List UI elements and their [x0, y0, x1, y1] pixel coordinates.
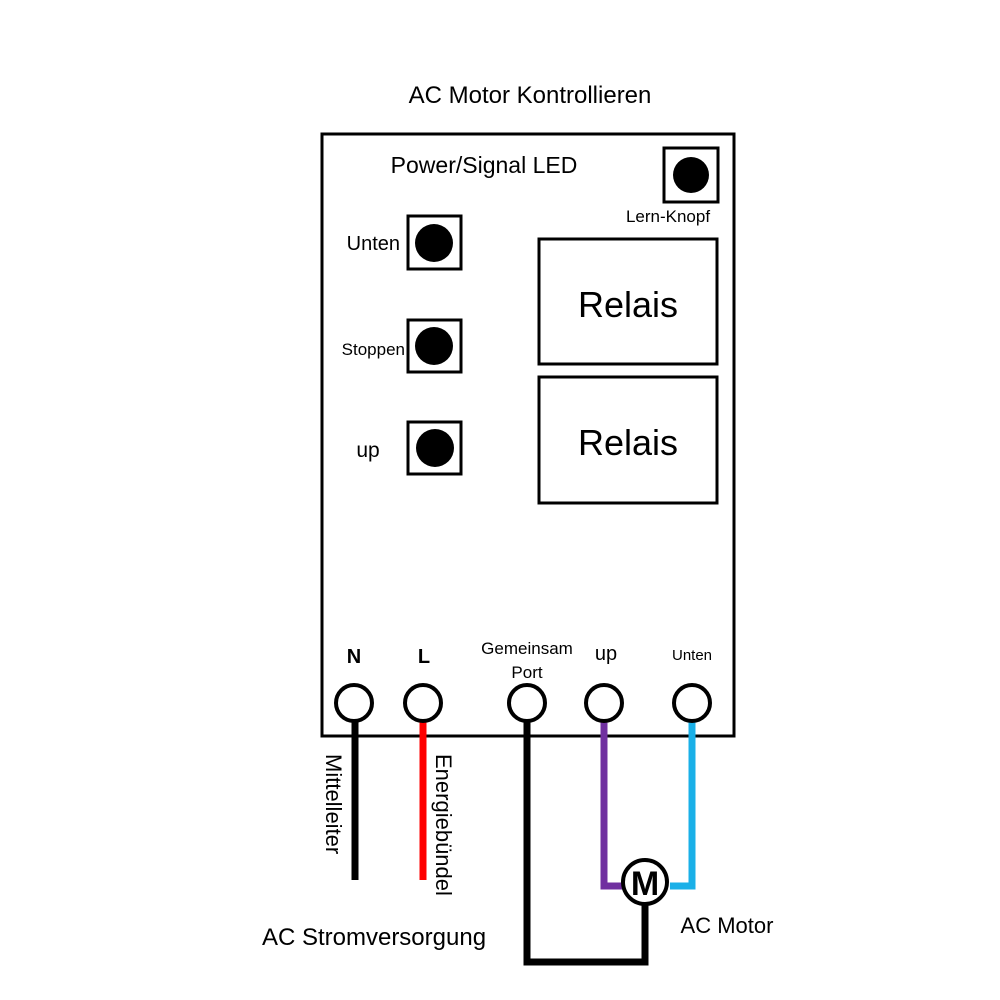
learn-button-label: Lern-Knopf	[626, 207, 710, 226]
button-up-knob	[416, 429, 454, 467]
button-stoppen-knob	[415, 327, 453, 365]
terminal-l[interactable]	[403, 683, 443, 723]
button-unten-knob	[415, 224, 453, 262]
motor-symbol: M	[631, 865, 659, 903]
common-wire	[523, 718, 649, 966]
button-stoppen[interactable]	[406, 318, 463, 374]
relay-1-label: Relais	[578, 284, 678, 325]
button-stoppen-label: Stoppen	[342, 340, 405, 359]
terminal-unten[interactable]	[672, 683, 712, 723]
live-wire-label: Energiebündel	[431, 754, 456, 896]
button-up-label: up	[356, 439, 379, 462]
learn-button-knob	[673, 157, 709, 193]
motor-label: AC Motor	[681, 913, 774, 938]
terminal-l-label: L	[418, 646, 430, 668]
learn-button[interactable]	[662, 146, 720, 204]
terminal-up[interactable]	[584, 683, 624, 723]
led-label: Power/Signal LED	[391, 152, 578, 178]
button-unten-label: Unten	[347, 233, 400, 255]
terminal-common[interactable]	[507, 683, 547, 723]
relay-2-label: Relais	[578, 422, 678, 463]
terminal-up-label: up	[595, 643, 617, 665]
button-unten[interactable]	[406, 214, 463, 271]
button-up[interactable]	[406, 420, 463, 476]
terminal-common-label-2: Port	[511, 663, 542, 682]
terminal-n-label: N	[347, 646, 361, 668]
terminal-n[interactable]	[334, 683, 374, 723]
motor-icon	[621, 858, 669, 906]
relay-1	[537, 237, 719, 366]
diagram-title: AC Motor Kontrollieren	[409, 82, 652, 109]
power-supply-label: AC Stromversorgung	[262, 924, 486, 951]
terminal-common-label: Gemeinsam	[481, 639, 573, 658]
up-wire	[600, 718, 625, 890]
relay-2	[537, 375, 719, 505]
neutral-wire-label: Mittelleiter	[321, 754, 346, 854]
terminal-unten-label: Unten	[672, 647, 712, 664]
unten-wire	[670, 718, 696, 890]
